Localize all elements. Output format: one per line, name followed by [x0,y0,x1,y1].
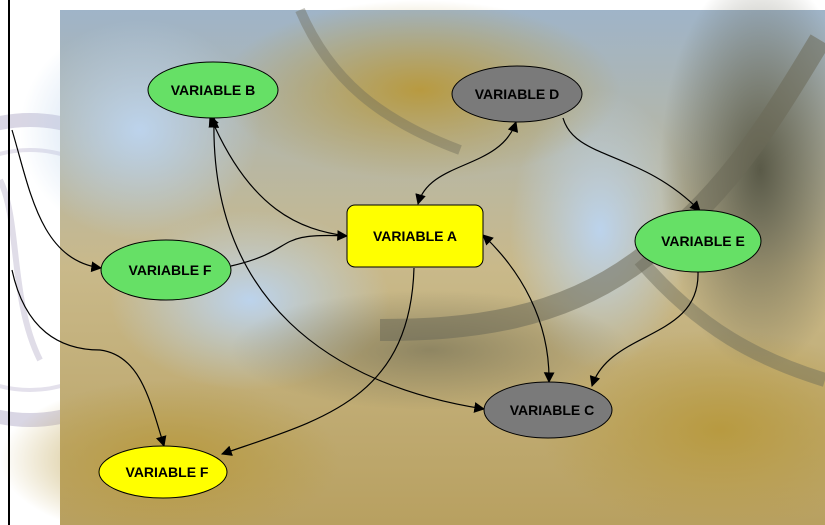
node-variable-f-yellow: VARIABLE F [98,445,228,499]
edge-offpage-to-f2 [11,269,167,448]
svg-text:VARIABLE E: VARIABLE E [661,233,745,249]
edge-b-c [208,116,486,413]
svg-text:VARIABLE C: VARIABLE C [510,402,595,418]
svg-text:VARIABLE D: VARIABLE D [475,86,560,102]
node-variable-c: VARIABLE C [483,381,613,439]
node-variable-a: VARIABLE A [346,204,484,268]
edge-a-to-f2 [220,267,415,456]
node-variable-e: VARIABLE E [634,209,762,273]
edges [11,115,701,456]
edge-offpage-to-f1 [11,129,103,273]
svg-text:VARIABLE F: VARIABLE F [126,464,209,480]
svg-text:VARIABLE B: VARIABLE B [171,82,256,98]
node-variable-f-green: VARIABLE F [100,239,232,301]
edge-d-to-e [562,117,701,212]
edge-a-c [482,234,555,384]
svg-text:VARIABLE F: VARIABLE F [129,262,212,278]
node-variable-b: VARIABLE B [147,61,279,119]
node-variable-d: VARIABLE D [451,65,583,123]
edge-e-to-c [589,271,699,388]
svg-text:VARIABLE A: VARIABLE A [373,228,457,244]
